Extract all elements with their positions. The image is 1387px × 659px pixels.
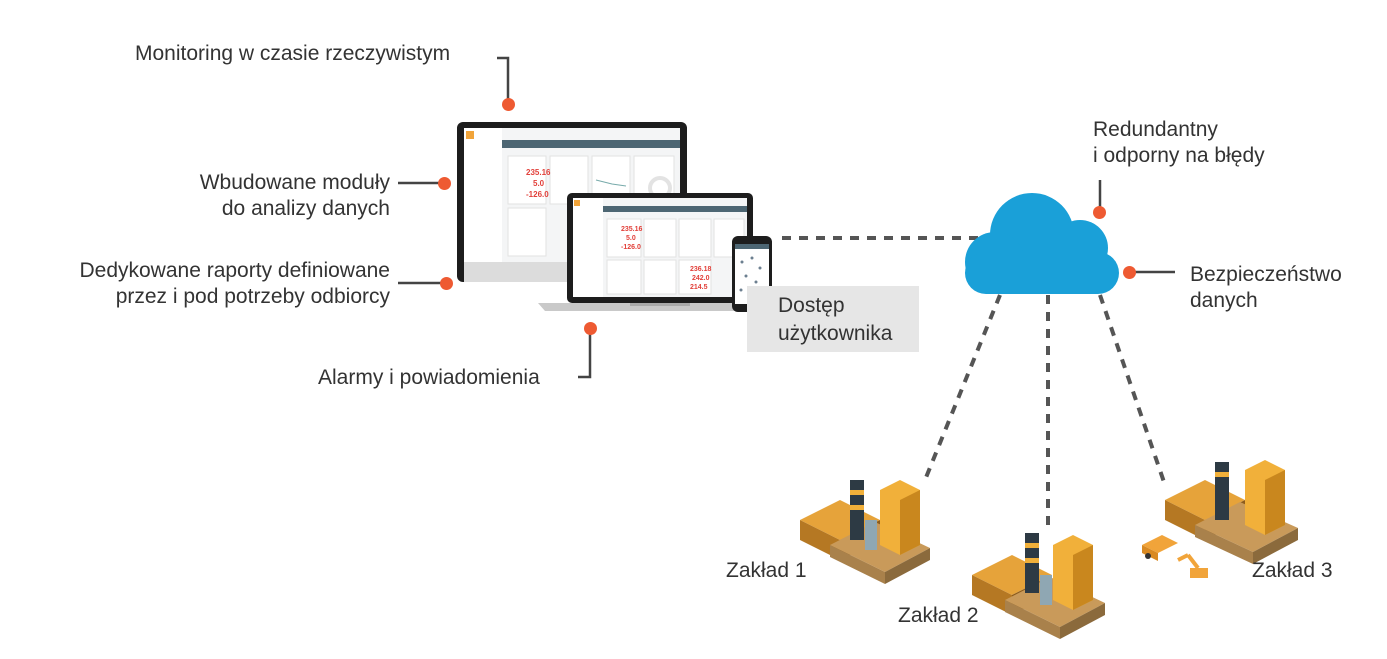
label-reports: Dedykowane raporty definiowane przez i p… xyxy=(20,258,390,310)
factory-3-icon xyxy=(1142,460,1298,578)
dot-reports xyxy=(440,277,453,290)
leader-lines xyxy=(398,56,1175,379)
label-monitoring: Monitoring w czasie rzeczywistym xyxy=(135,42,451,65)
dot-alarms xyxy=(584,322,597,335)
monitor-value-2: 5.0 xyxy=(533,179,545,188)
laptop-right-value-1: 236.18 xyxy=(690,266,712,273)
connector-plant-1 xyxy=(923,294,1002,481)
laptop-value-1: 235.16 xyxy=(621,226,643,233)
label-plant-1: Zakład 1 xyxy=(726,559,807,582)
label-reports-line2: przez i pod potrzeby odbiorcy xyxy=(115,285,390,308)
label-analytics-line1: Wbudowane moduły xyxy=(199,171,390,194)
laptop-value-3: -126.0 xyxy=(621,244,641,251)
leader-monitoring xyxy=(497,56,510,104)
monitor-value-1: 235.16 xyxy=(526,168,551,177)
label-analytics: Wbudowane moduły do analizy danych xyxy=(140,170,390,222)
connectors xyxy=(782,236,1167,530)
label-alarms: Alarmy i powiadomienia xyxy=(318,366,540,389)
label-redundant: Redundantny i odporny na błędy xyxy=(1093,117,1265,169)
laptop-right-value-3: 214.5 xyxy=(690,284,708,291)
dot-monitoring xyxy=(502,98,515,111)
label-security: Bezpieczeństwo danych xyxy=(1190,262,1342,314)
label-user-access: Dostęp użytkownika xyxy=(778,292,892,348)
cloud-icon xyxy=(965,193,1119,294)
label-security-line1: Bezpieczeństwo xyxy=(1190,263,1342,286)
factory-1-icon xyxy=(800,480,930,584)
laptop-value-2: 5.0 xyxy=(626,235,636,242)
monitor-value-3: -126.0 xyxy=(526,190,549,199)
label-plant-2: Zakład 2 xyxy=(898,604,979,627)
label-reports-line1: Dedykowane raporty definiowane xyxy=(79,259,390,282)
label-plant-3: Zakład 3 xyxy=(1252,559,1333,582)
user-access-box xyxy=(747,286,919,352)
label-redundant-line1: Redundantny xyxy=(1093,118,1218,141)
dot-redundant xyxy=(1093,206,1106,219)
label-user-access-line1: Dostęp xyxy=(778,294,845,317)
dot-security xyxy=(1123,266,1136,279)
laptop-right-value-2: 242.0 xyxy=(692,275,710,282)
label-user-access-line2: użytkownika xyxy=(778,322,893,345)
connector-plant-3 xyxy=(1098,294,1167,486)
laptop xyxy=(538,193,785,311)
factory-2-icon xyxy=(972,533,1105,639)
label-security-line2: danych xyxy=(1190,289,1258,312)
label-redundant-line2: i odporny na błędy xyxy=(1093,144,1265,167)
dot-analytics xyxy=(438,177,451,190)
label-analytics-line2: do analizy danych xyxy=(221,197,390,220)
leader-alarms xyxy=(578,330,592,379)
